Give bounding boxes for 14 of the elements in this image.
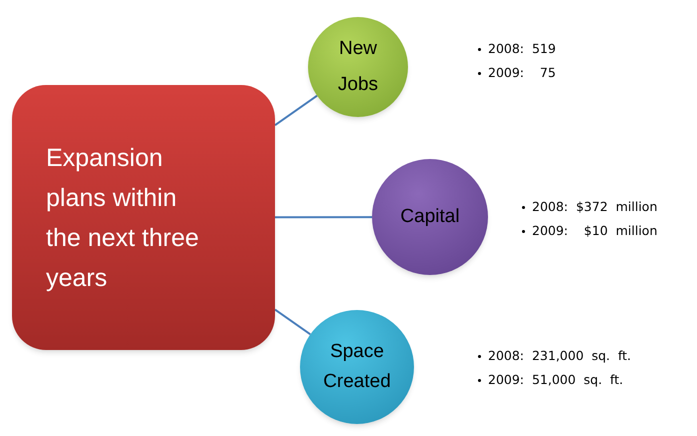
bullet-text: 2009: $10 million xyxy=(532,222,658,240)
node-label: Expansion plans within the next three years xyxy=(46,142,200,294)
connector-line xyxy=(274,308,311,336)
bullet-text: 2008: 519 xyxy=(488,40,556,58)
bullet-text: 2008: 231,000 sq. ft. xyxy=(488,347,632,365)
node-label: Capital xyxy=(400,204,460,229)
connector-line xyxy=(275,216,372,218)
node-label: Space Created xyxy=(322,340,392,394)
bullet-text: 2008: $372 million xyxy=(532,198,658,216)
connector-line xyxy=(274,94,318,126)
bullet-text: 2009: 51,000 sq. ft. xyxy=(488,371,624,389)
rounded-box xyxy=(12,85,275,350)
node-label: New Jobs xyxy=(336,37,380,97)
bullet-text: 2009: 75 xyxy=(488,64,556,82)
